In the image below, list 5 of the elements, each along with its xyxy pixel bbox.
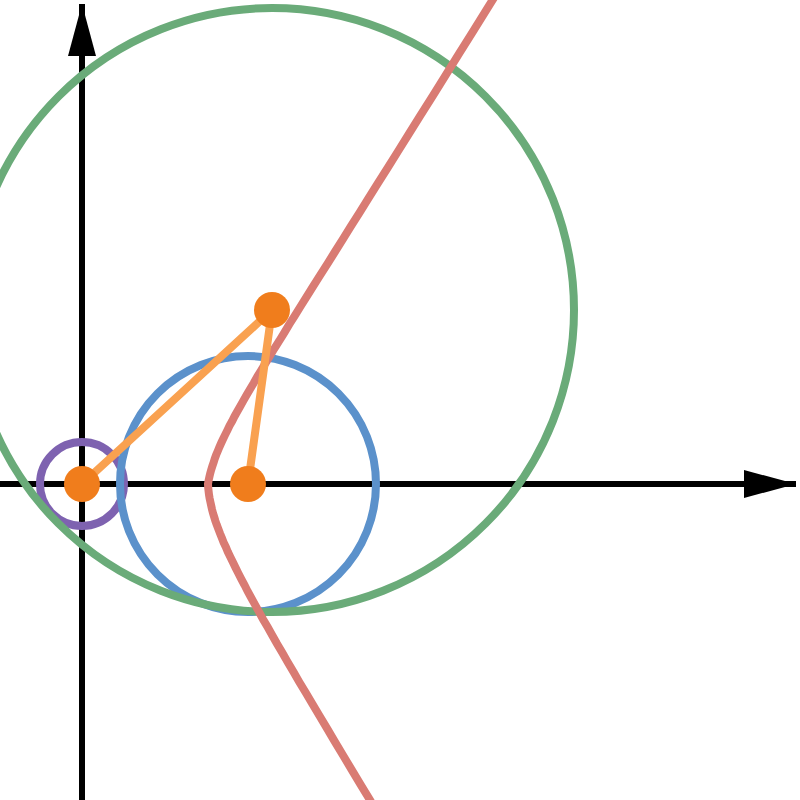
point-dot <box>230 466 266 502</box>
point-dot <box>254 292 290 328</box>
point-dot <box>64 466 100 502</box>
connector-line <box>91 318 263 476</box>
connector-line <box>246 323 274 471</box>
